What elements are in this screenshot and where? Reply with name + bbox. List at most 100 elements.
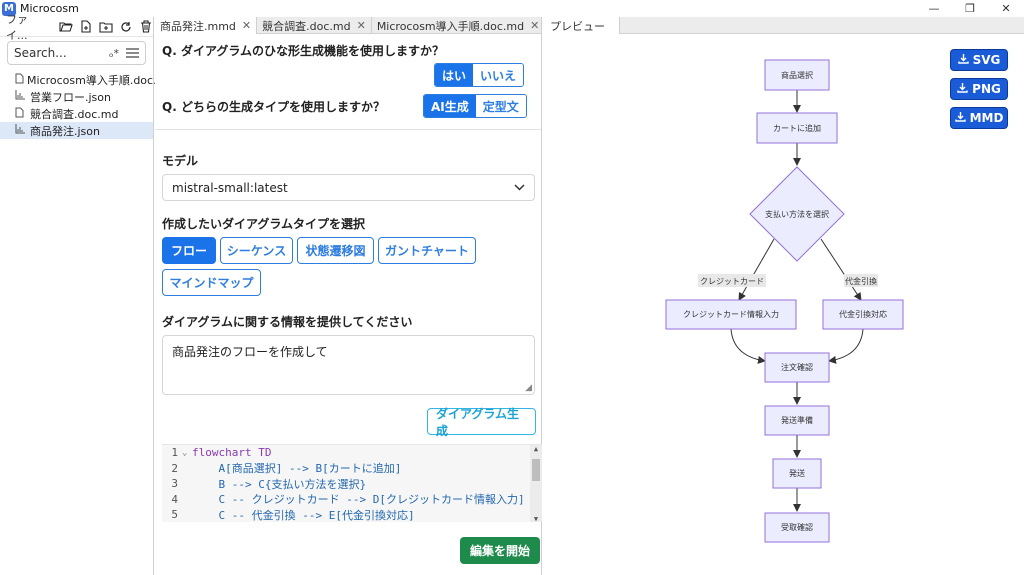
node-cod[interactable]: 代金引換対応 [822,299,904,330]
tab-preview[interactable]: プレビュー [543,17,620,34]
no-button[interactable]: いいえ [473,64,524,86]
fold-icon[interactable]: ⌄ [182,447,188,458]
search-input[interactable] [14,46,105,60]
node-product-select[interactable]: 商品選択 [764,59,830,91]
question-generation-type: Q. どちらの生成タイプを使用しますか？ [162,100,385,114]
download-icon [957,53,969,67]
file-name: 商品発注.json [30,124,100,138]
edge-label: 代金引換 [845,276,877,286]
node-receive-confirm[interactable]: 受取確認 [764,512,830,543]
template-text-button[interactable]: 定型文 [475,95,526,117]
close-icon[interactable]: ✕ [241,19,252,32]
code-line: 3 B --> C{支払い方法を選択} [171,477,367,491]
node-ship[interactable]: 発送 [772,458,822,489]
download-mmd-button[interactable]: MMD [950,107,1008,129]
type-flow-button[interactable]: フロー [162,237,216,264]
yes-button[interactable]: はい [435,64,474,86]
type-gantt-button[interactable]: ガントチャート [378,237,476,264]
file-item[interactable]: 競合調査.doc.md [0,105,153,122]
regex-toggle-icon[interactable]: ₒ* [108,46,119,60]
sidebar-toolbar: ファイ... [0,13,153,42]
new-folder-icon[interactable] [99,20,113,34]
file-item[interactable]: 営業フロー.json [0,88,153,105]
file-list: Microcosm導入手順.doc.md 営業フロー.json 競合調査.doc… [0,71,174,139]
question-template: Q. ダイアグラムのひな形生成機能を使用しますか？ [162,44,444,58]
tab-competitor-doc[interactable]: 競合調査.doc.md ✕ [257,17,372,34]
open-folder-icon[interactable] [59,20,74,34]
start-editing-button[interactable]: 編集を開始 [460,537,541,564]
scroll-up-icon[interactable]: ▲ [533,445,539,453]
tab-intro-doc[interactable]: Microcosm導入手順.doc.md ✕ [372,17,546,34]
chart-icon [15,124,27,137]
svg-text:代金引換対応: 代金引換対応 [839,309,887,319]
search-box[interactable]: ₒ* [7,41,146,65]
svg-text:注文確認: 注文確認 [781,362,813,372]
code-editor[interactable]: 1⌄flowchart TD 2 A[商品選択] --> B[カートに追加] 3… [162,444,542,522]
download-png-button[interactable]: PNG [950,78,1008,100]
type-mindmap-button[interactable]: マインドマップ [162,269,261,296]
generation-type-choice: AI生成 定型文 [423,94,527,118]
window-controls: — ❐ ✕ [916,0,1024,17]
node-ship-prep[interactable]: 発送準備 [764,405,830,436]
editor-tabs: 商品発注.mmd ✕ 競合調査.doc.md ✕ Microcosm導入手順.d… [155,17,555,34]
editor-pane: 商品発注.mmd ✕ 競合調査.doc.md ✕ Microcosm導入手順.d… [155,17,555,575]
download-icon [954,111,966,125]
file-item[interactable]: Microcosm導入手順.doc.md [0,71,174,88]
title-bar: M Microcosm — ❐ ✕ [0,0,1024,17]
svg-text:商品選択: 商品選択 [781,70,813,80]
file-name: 競合調査.doc.md [30,107,119,121]
code-line: 1⌄flowchart TD [171,446,272,460]
code-line: 2 A[商品選択] --> B[カートに追加] [171,461,402,476]
file-sidebar: ファイ... ₒ* Microcosm導入手順.doc.md [0,13,174,575]
type-sequence-button[interactable]: シーケンス [220,237,293,264]
refresh-icon[interactable] [119,20,133,34]
tab-label: 競合調査.doc.md [262,19,351,33]
scroll-thumb[interactable] [532,459,540,481]
svg-text:発送準備: 発送準備 [781,415,813,425]
edge-label: クレジットカード [700,277,764,286]
code-line: 4 C -- クレジットカード --> D[クレジットカード情報入力] [171,492,525,507]
resize-grip-icon[interactable]: ◢ [525,383,532,393]
download-svg-button[interactable]: SVG [950,49,1008,71]
ai-generate-button[interactable]: AI生成 [424,95,476,117]
minimize-button[interactable]: — [928,2,940,15]
tab-label: Microcosm導入手順.doc.md [376,19,525,33]
file-icon [15,73,24,87]
edge-d-f [730,328,766,364]
file-item-active[interactable]: 商品発注.json [0,122,153,139]
trash-icon[interactable] [139,20,153,34]
close-icon[interactable]: ✕ [530,19,540,32]
node-add-to-cart[interactable]: カートに追加 [756,112,838,144]
node-credit-card-input[interactable]: クレジットカード情報入力 [665,299,797,330]
file-name: Microcosm導入手順.doc.md [27,73,175,87]
info-text: 商品発注のフローを作成して [172,345,328,359]
model-label: モデル [162,154,199,168]
close-button[interactable]: ✕ [1001,2,1011,15]
code-scrollbar[interactable]: ▲ ▼ [530,445,542,522]
model-value: mistral-small:latest [172,180,288,195]
chevron-down-icon [514,181,525,194]
restore-button[interactable]: ❐ [965,2,975,15]
svg-text:受取確認: 受取確認 [781,522,813,532]
node-select-payment[interactable]: 支払い方法を選択 [749,166,845,262]
generate-diagram-button[interactable]: ダイアグラム生成 [427,407,536,438]
scroll-down-icon[interactable]: ▼ [533,515,539,522]
close-icon[interactable]: ✕ [356,19,366,32]
new-file-icon[interactable] [79,20,93,34]
file-icon [15,107,27,121]
menu-icon[interactable] [125,46,139,60]
info-label: ダイアグラムに関する情報を提供してください [162,315,413,329]
node-order-confirm[interactable]: 注文確認 [764,352,830,383]
preview-pane: プレビュー SVG PNG MMD [543,17,1024,575]
template-choice: はい いいえ [434,63,525,87]
tab-order-mmd[interactable]: 商品発注.mmd ✕ [155,17,258,34]
download-icon [957,82,968,96]
type-state-button[interactable]: 状態遷移図 [297,237,374,264]
info-textarea[interactable]: 商品発注のフローを作成して ◢ [162,335,535,395]
model-select[interactable]: mistral-small:latest [162,174,535,201]
app-title: Microcosm [20,2,79,15]
question-section: Q. ダイアグラムのひな形生成機能を使用しますか？ はい いいえ Q. どちらの… [155,34,541,130]
preview-tabs: プレビュー [543,17,1024,34]
svg-text:カートに追加: カートに追加 [773,123,821,133]
app-logo-icon: M [2,1,16,16]
